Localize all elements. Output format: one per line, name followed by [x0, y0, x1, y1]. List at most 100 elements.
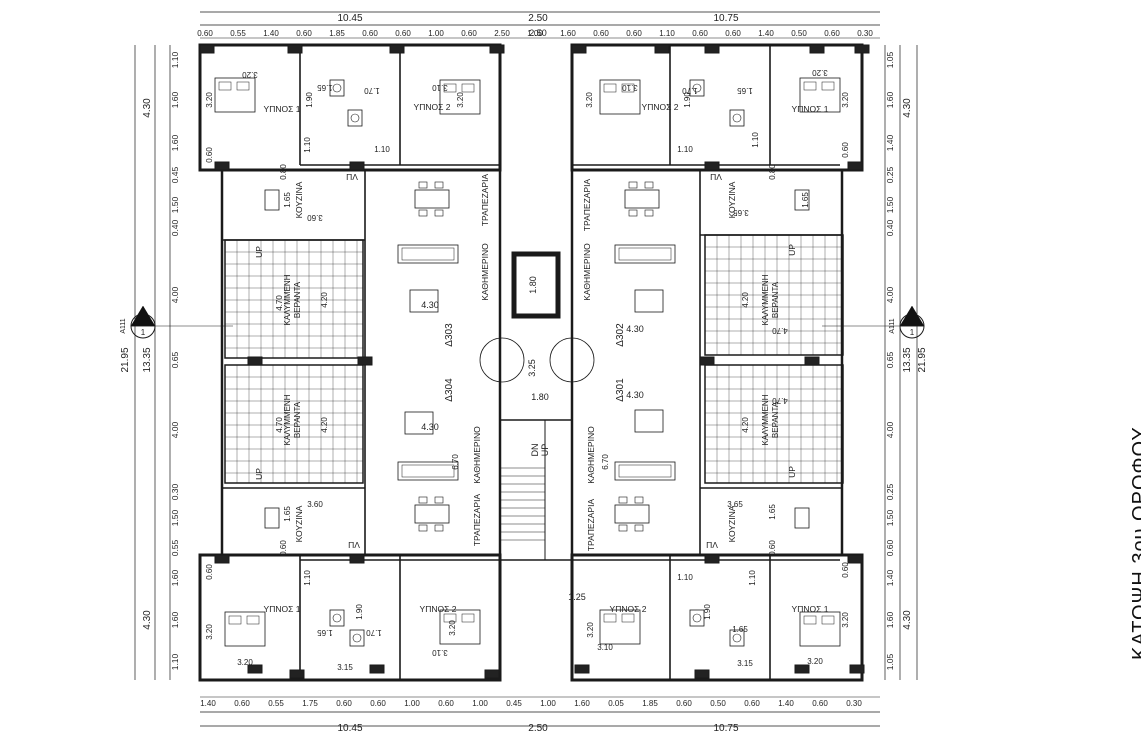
bottom-segment-label: 0.60: [744, 699, 760, 708]
apartment-code: Δ301: [615, 378, 626, 402]
room-dimension-label: 3.20: [586, 622, 595, 638]
room-dimension-label: 3.20: [812, 68, 828, 77]
right-segment-label: 1.60: [885, 91, 895, 108]
left-total-label: 21.95: [120, 347, 131, 372]
bedroom-pillow: [603, 83, 617, 93]
bottom-overall-center-label: 2.50: [528, 723, 548, 734]
top-segment-label: 0.60: [395, 29, 411, 38]
bathroom-fixture: [349, 629, 365, 647]
stair-width-label: 1.25: [568, 592, 586, 602]
right-lower-block-label: 4.30: [902, 610, 913, 630]
lobby-door-swing: [479, 337, 525, 383]
room-dimension-label: 4.70: [275, 417, 284, 433]
dining-chair: [634, 496, 644, 504]
right-segment-label: 1.60: [885, 611, 895, 628]
room-dimension-label: 1.65: [768, 504, 777, 520]
structural-column: [847, 554, 863, 564]
veranda-label: ΒΕΡΑΝΤΑ: [771, 281, 780, 318]
left-segment-label: 0.30: [170, 483, 180, 500]
room-dimension-label: 1.10: [677, 573, 693, 582]
living-width-label: 4.30: [421, 300, 439, 310]
bedroom-bed: [599, 79, 641, 115]
structural-column: [574, 664, 590, 674]
coffee-table: [634, 409, 664, 433]
room-label: ΠΛ: [346, 172, 358, 182]
room-dimension-label: 1.70: [364, 86, 380, 95]
living-sofa-cushion: [401, 464, 455, 478]
dining-chair: [418, 181, 428, 189]
dining-chair: [618, 524, 628, 532]
structural-column: [247, 356, 263, 366]
stair-up-label: UP: [540, 444, 550, 457]
apartment-code: Δ304: [444, 378, 455, 402]
room-dimension-label: 1.65: [732, 625, 748, 634]
right-segment-label: 1.05: [885, 653, 895, 670]
left-segment-label: 1.50: [170, 196, 180, 213]
bedroom-pillow: [803, 81, 817, 91]
bottom-segment-label: 1.60: [574, 699, 590, 708]
bottom-segment-label: 0.50: [710, 699, 726, 708]
room-dimension-label: 4.70: [772, 396, 788, 405]
structural-column: [699, 356, 715, 366]
room-dimension-label: 3.60: [307, 500, 323, 509]
bottom-segment-label: 1.75: [302, 699, 318, 708]
section-marker-right-number: 1: [910, 328, 915, 337]
bathroom-fixture-bowl: [352, 633, 362, 643]
left-segment-label: 1.60: [170, 134, 180, 151]
right-segment-label: 1.50: [885, 509, 895, 526]
room-dimension-label: 1.10: [751, 132, 760, 148]
room-dimension-label: 1.65: [801, 192, 810, 208]
bedroom-bed: [439, 79, 481, 115]
veranda-lower-right: [704, 364, 844, 484]
bottom-segment-label: 0.60: [676, 699, 692, 708]
room-dimension-label: 0.80: [768, 164, 777, 180]
dining-chair: [644, 181, 654, 189]
room-dimension-label: 3.20: [242, 70, 258, 79]
bedroom-bed: [799, 611, 841, 647]
left-lower-block-label: 4.30: [142, 610, 153, 630]
top-segment-label: 0.60: [197, 29, 213, 38]
room-dimension-label: 3.10: [432, 648, 448, 657]
bottom-segment-label: 0.05: [608, 699, 624, 708]
elevator-shaft: [511, 251, 561, 319]
living-width-label: 4.30: [626, 324, 644, 334]
veranda-label: ΚΑΛΥΜΜΕΝΗ: [761, 394, 770, 445]
room-dimension-label: 4.20: [320, 292, 329, 308]
right-segment-label: 4.00: [885, 286, 895, 303]
bottom-segment-label: 1.00: [540, 699, 556, 708]
dining-chair: [434, 524, 444, 532]
room-label: ΤΡΑΠΕΖΑΡΙΑ: [472, 494, 482, 547]
veranda-label: ΒΕΡΑΝΤΑ: [771, 401, 780, 438]
dining-table: [624, 189, 660, 209]
room-label: ΥΠΝΟΣ 1: [792, 104, 829, 114]
coffee-table: [409, 289, 439, 313]
left-segment-label: 0.45: [170, 166, 180, 183]
bottom-segment-label: 0.30: [846, 699, 862, 708]
section-marker-left-arrow: [130, 305, 156, 327]
room-dimension-label: 1.65: [283, 192, 292, 208]
room-dimension-label: 3.20: [237, 658, 253, 667]
plan-linework: [130, 11, 925, 727]
top-segment-label: 0.60: [461, 29, 477, 38]
right-middle-label: 13.35: [902, 347, 913, 372]
right-segment-label: 0.25: [885, 483, 895, 500]
bedroom-pillow: [821, 615, 835, 625]
section-marker-left-sheet: A111: [120, 318, 127, 333]
room-dimension-label: 4.70: [275, 295, 284, 311]
room-label: ΚΟΥΖΙΝΑ: [727, 181, 737, 218]
room-dimension-label: 1.65: [737, 86, 753, 95]
veranda-label: ΒΕΡΑΝΤΑ: [293, 281, 302, 318]
veranda-label: ΚΑΛΥΜΜΕΝΗ: [761, 274, 770, 325]
room-label: ΚΑΘΗΜΕΡΙΝΟ: [480, 243, 490, 301]
room-dimension-label: 1.65: [317, 628, 333, 637]
section-marker-right-sheet: A111: [889, 318, 896, 333]
kitchen-sink: [264, 189, 280, 211]
dining-chair: [628, 209, 638, 217]
room-dimension-label: 6.70: [601, 454, 610, 470]
structural-column: [849, 664, 865, 674]
living-width-label: 4.30: [421, 422, 439, 432]
stair-dn-label: DN: [530, 444, 540, 457]
right-segment-label: 1.40: [885, 569, 895, 586]
room-dimension-label: 3.20: [205, 92, 214, 108]
